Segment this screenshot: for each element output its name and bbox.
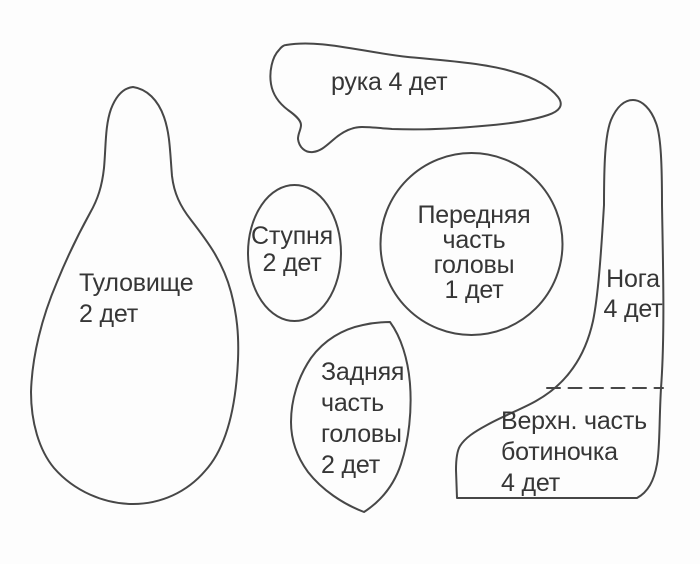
body-outline (30, 86, 240, 505)
body-label-name: Туловище (79, 269, 194, 297)
leg-label-name: Нога (606, 265, 660, 293)
bootie-upper-label: Верхн. часть ботиночка 4 дет (501, 406, 647, 499)
back-head-label-line1: Задняя (321, 358, 405, 386)
back-head-label-count: 2 дет (321, 451, 380, 479)
back-head-label: Задняя часть головы 2 дет (321, 357, 404, 481)
foot-outline (247, 184, 342, 322)
front-head-label-line3: головы (433, 251, 515, 279)
body-label-count: 2 дет (79, 300, 138, 328)
front-head-label: Передняя часть головы 1 дет (418, 203, 531, 303)
arm-outline (269, 42, 562, 154)
arm-label-name: рука 4 дет (331, 68, 448, 96)
front-head-label-line2: часть (442, 226, 506, 254)
front-head-label-line1: Передняя (417, 201, 531, 229)
foot-label: Ступня 2 дет (251, 223, 333, 277)
leg-label-count: 4 дет (603, 295, 663, 323)
foot-label-count: 2 дет (262, 249, 322, 277)
bootie-upper-label-line2: ботиночка (501, 438, 618, 466)
leg-outline (455, 99, 665, 499)
front-head-label-count: 1 дет (444, 276, 504, 304)
bootie-upper-label-line1: Верхн. часть (501, 407, 647, 435)
body-label: Туловище 2 дет (79, 268, 194, 330)
back-head-outline (290, 321, 412, 513)
arm-label: рука 4 дет (331, 68, 448, 96)
back-head-label-line3: головы (321, 420, 402, 448)
foot-label-name: Ступня (251, 222, 333, 250)
leg-label: Нога 4 дет (604, 264, 663, 324)
front-head-outline (379, 152, 564, 336)
back-head-label-line2: часть (321, 389, 384, 417)
bootie-upper-label-count: 4 дет (501, 469, 560, 497)
